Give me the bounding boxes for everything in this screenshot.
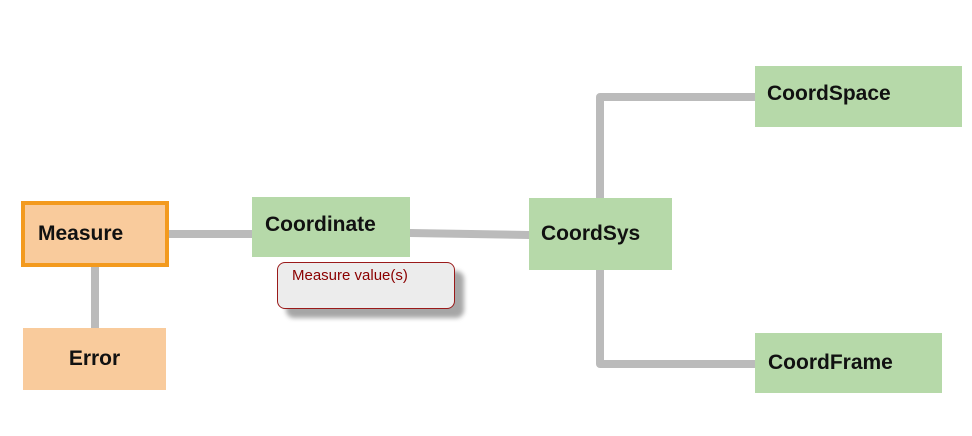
node-coordinate[interactable]: Coordinate (252, 197, 410, 257)
node-measure-label: Measure (38, 222, 124, 245)
node-coordframe[interactable]: CoordFrame (755, 333, 942, 393)
tooltip-text: Measure value(s) (292, 267, 408, 284)
node-coordsys[interactable]: CoordSys (529, 198, 672, 270)
connector-coordsys-coordframe (596, 266, 759, 368)
node-coordspace[interactable]: CoordSpace (755, 66, 962, 127)
node-coordspace-label: CoordSpace (767, 82, 891, 105)
node-error-label: Error (68, 347, 121, 370)
hover-tooltip: Measure value(s) (277, 262, 455, 309)
node-coordsys-label: CoordSys (541, 222, 641, 245)
connector-coordinate-coordsys (406, 229, 533, 239)
node-measure[interactable]: Measure (21, 201, 169, 267)
node-coordframe-label: CoordFrame (768, 351, 893, 374)
connector-coordsys-coordspace (596, 93, 759, 202)
node-coordinate-label: Coordinate (265, 213, 376, 236)
node-error[interactable]: Error (23, 328, 166, 390)
